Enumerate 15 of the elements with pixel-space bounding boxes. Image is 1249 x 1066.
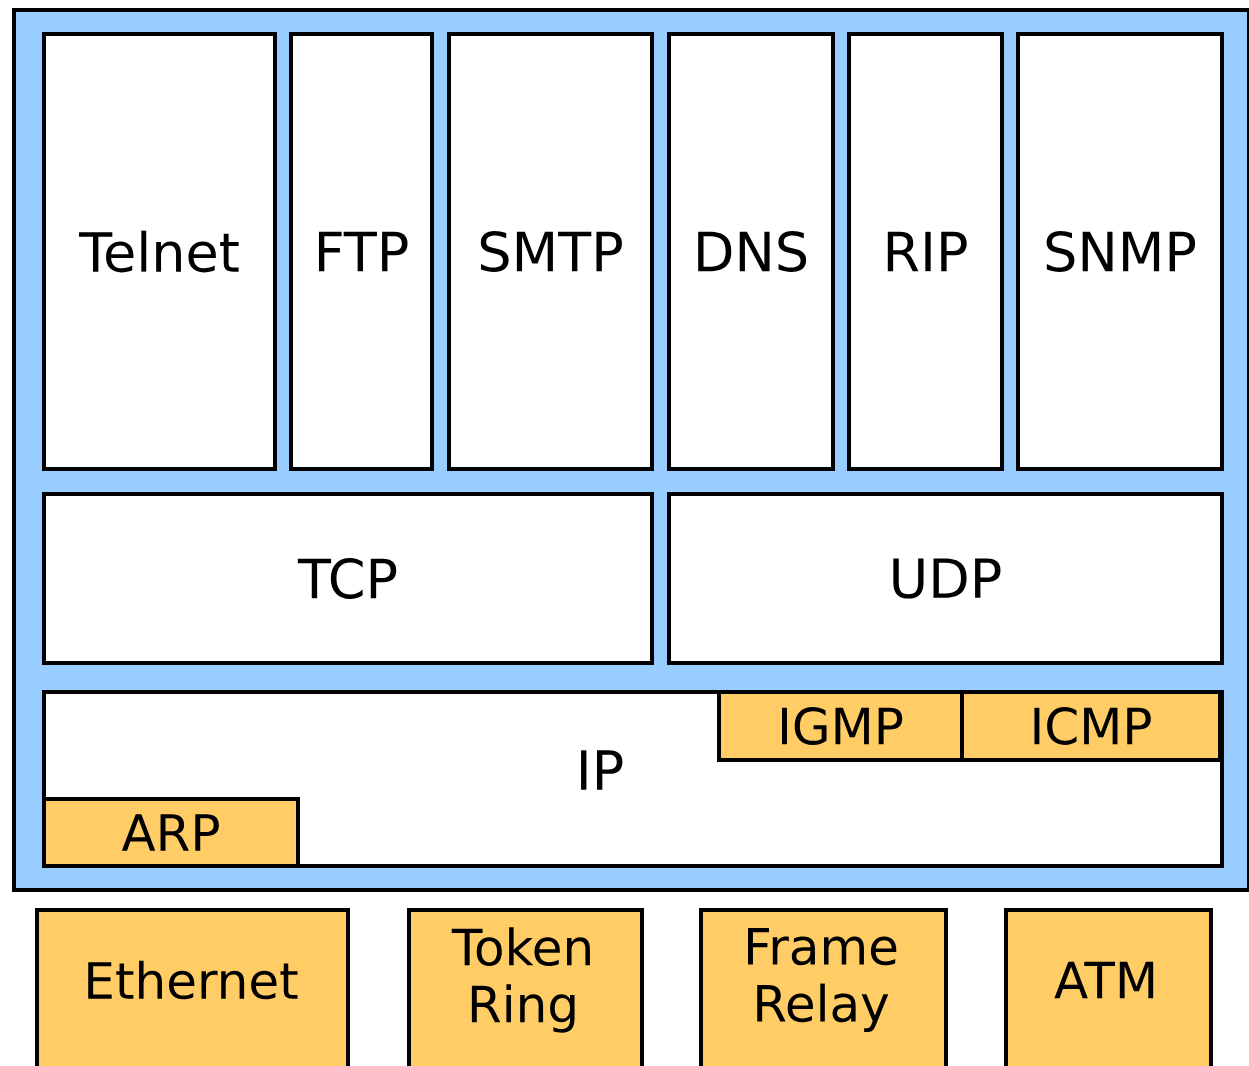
protocol-box: Telnet bbox=[42, 32, 277, 471]
protocol-box: RIP bbox=[847, 32, 1004, 471]
protocol-box: ICMP bbox=[960, 690, 1222, 762]
protocol-box: IGMP bbox=[717, 690, 964, 762]
protocol-box: SNMP bbox=[1016, 32, 1224, 471]
network-box: Token Ring bbox=[407, 908, 644, 1066]
network-box: Frame Relay bbox=[699, 908, 948, 1066]
protocol-box: ARP bbox=[42, 797, 300, 868]
network-box: Ethernet bbox=[35, 908, 350, 1066]
protocol-box: FTP bbox=[289, 32, 434, 471]
protocol-box: DNS bbox=[667, 32, 835, 471]
protocol-box: SMTP bbox=[447, 32, 654, 471]
protocol-box: UDP bbox=[667, 492, 1224, 665]
network-box: ATM bbox=[1004, 908, 1213, 1066]
protocol-box: TCP bbox=[42, 492, 654, 665]
